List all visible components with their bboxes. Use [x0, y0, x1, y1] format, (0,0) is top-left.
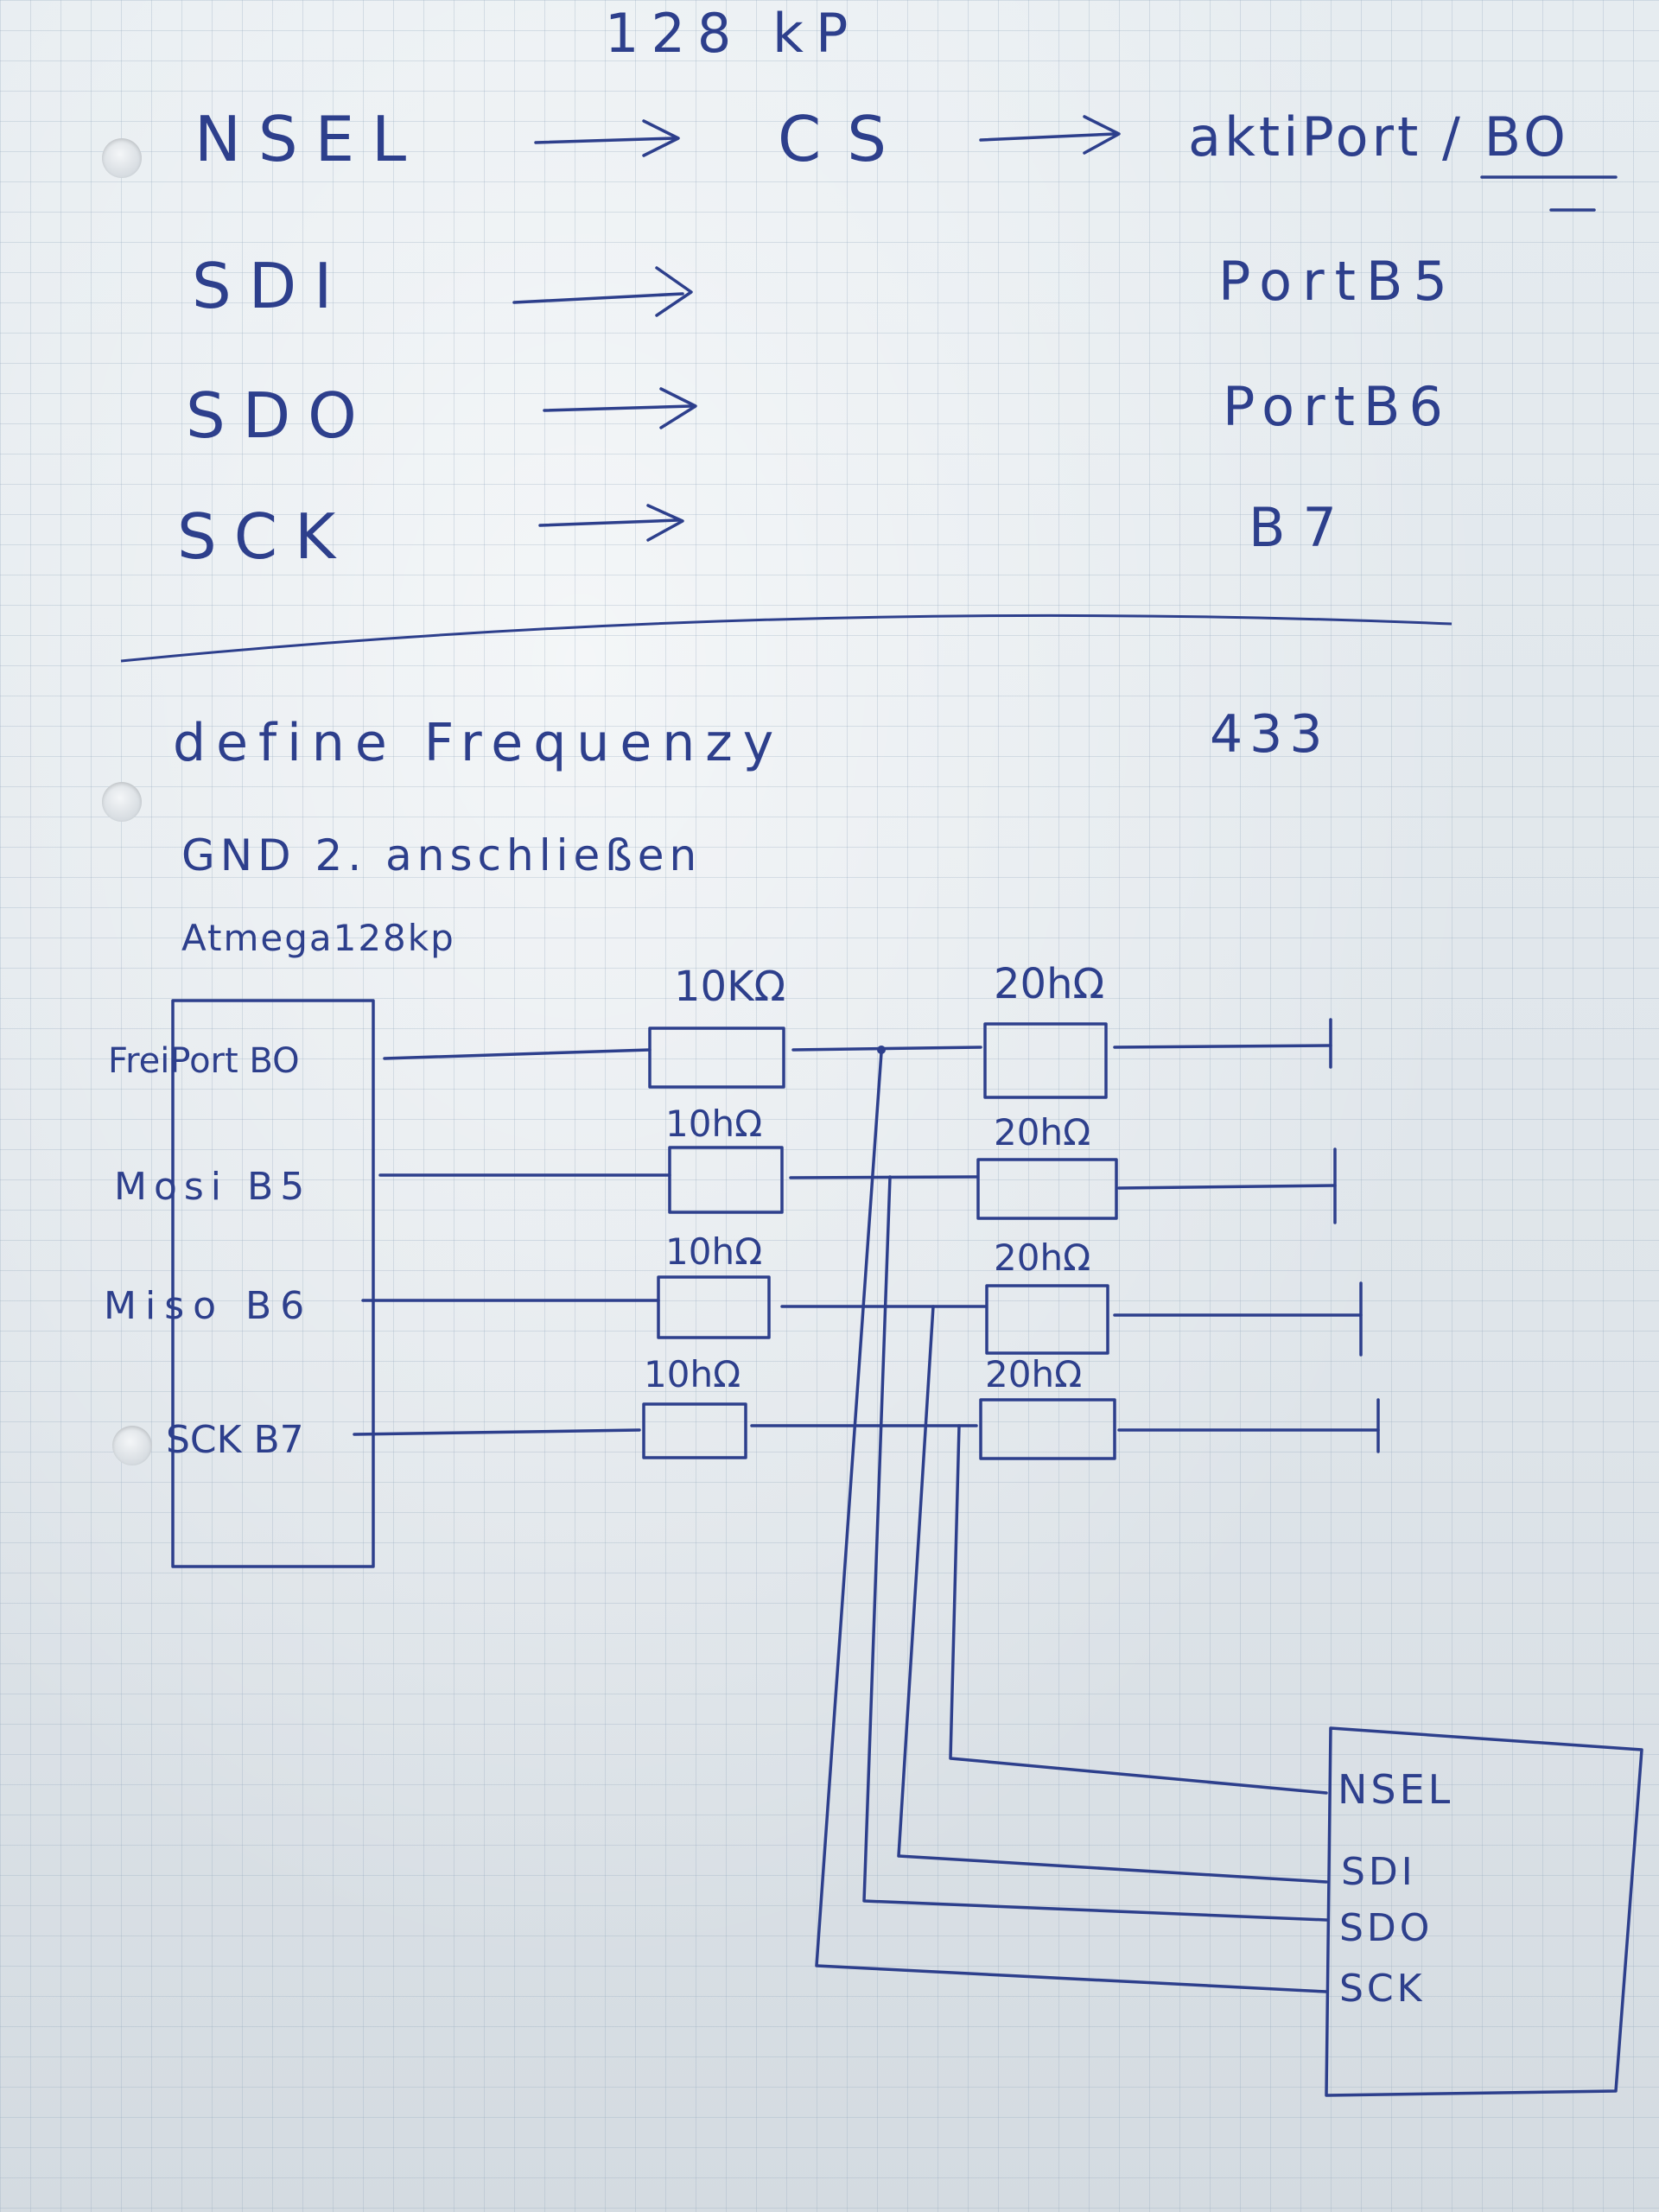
page-heading: 128 kP: [605, 2, 861, 65]
pulldown-resistor: [983, 1022, 1108, 1099]
punch-hole-middle: [102, 782, 142, 822]
signal-sdi: SDI: [192, 250, 350, 322]
pulldown-resistor-label-2: 20hΩ: [994, 1111, 1091, 1154]
signal-row-sdo: [361, 1275, 1363, 1357]
arrow-icon: [512, 266, 693, 317]
frequency-value: 433: [1210, 704, 1330, 765]
mcu-box: [171, 999, 375, 1568]
wire-nsel: [949, 1424, 1328, 1795]
series-resistor: [657, 1275, 771, 1339]
signal-row-nsel: [383, 1018, 1332, 1099]
mcu-label: Atmega128kp: [181, 917, 455, 959]
wire-sdo: [862, 1175, 1328, 1922]
wire-sdi: [897, 1305, 1328, 1884]
signal-sck: SCK: [177, 500, 353, 573]
pulldown-resistor-label-4: 20hΩ: [985, 1353, 1083, 1395]
pin-sck: B7: [1249, 496, 1354, 559]
mcu-pin-label-2: Mosi B5: [114, 1165, 312, 1209]
pin-sdi: PortB5: [1218, 250, 1458, 313]
module-pin-label-2: SDI: [1341, 1850, 1416, 1894]
gnd-note: GND 2. anschließen: [181, 830, 702, 880]
arrow-icon: [543, 387, 697, 429]
punch-hole-bottom: [112, 1426, 152, 1465]
arrow-icon: [979, 115, 1121, 155]
module-pin-label-4: SCK: [1339, 1967, 1426, 2011]
pulldown-resistor: [985, 1284, 1109, 1355]
series-resistor-label-2: 10hΩ: [665, 1103, 763, 1145]
module-pin-label-1: NSEL: [1338, 1766, 1454, 1813]
pulldown-resistor-label-3: 20hΩ: [994, 1236, 1091, 1279]
rf-module-box: [1325, 1726, 1643, 2097]
series-resistor: [642, 1402, 747, 1459]
mcu-pin-label-4: SCK B7: [166, 1418, 304, 1462]
signal-nsel: NSEL: [194, 103, 424, 175]
signal-row-sck: [353, 1398, 1380, 1460]
series-resistor: [668, 1146, 784, 1214]
punch-hole-top: [102, 138, 142, 178]
series-resistor-label-3: 10hΩ: [665, 1230, 763, 1273]
series-resistor: [648, 1027, 785, 1089]
arrow-icons: [512, 115, 1121, 542]
series-resistor-label-1: 10KΩ: [674, 963, 786, 1011]
signal-row-sdi: [378, 1146, 1337, 1224]
series-resistor-label-4: 10hΩ: [644, 1353, 741, 1395]
pulldown-resistor: [976, 1158, 1118, 1220]
pin-nsel: aktiPort / BO: [1188, 105, 1569, 168]
via-cs: CS: [778, 103, 912, 175]
define-label: define Frequenzy: [173, 713, 785, 773]
pin-sdo: PortB6: [1223, 375, 1452, 438]
mcu-pin-label-3: Miso B6: [104, 1284, 314, 1328]
signal-sdo: SDO: [186, 379, 374, 452]
arrow-icon: [534, 119, 680, 157]
mcu-pin-label-1: FreiPort BO: [108, 1041, 300, 1081]
divider-line: [120, 613, 1452, 663]
arrow-icon: [538, 504, 684, 542]
module-pin-label-3: SDO: [1339, 1906, 1433, 1950]
junction-dot: [877, 1046, 886, 1054]
wire-sck: [815, 1051, 1328, 1993]
pulldown-resistor: [979, 1398, 1116, 1460]
pulldown-resistor-label-1: 20hΩ: [994, 960, 1105, 1008]
